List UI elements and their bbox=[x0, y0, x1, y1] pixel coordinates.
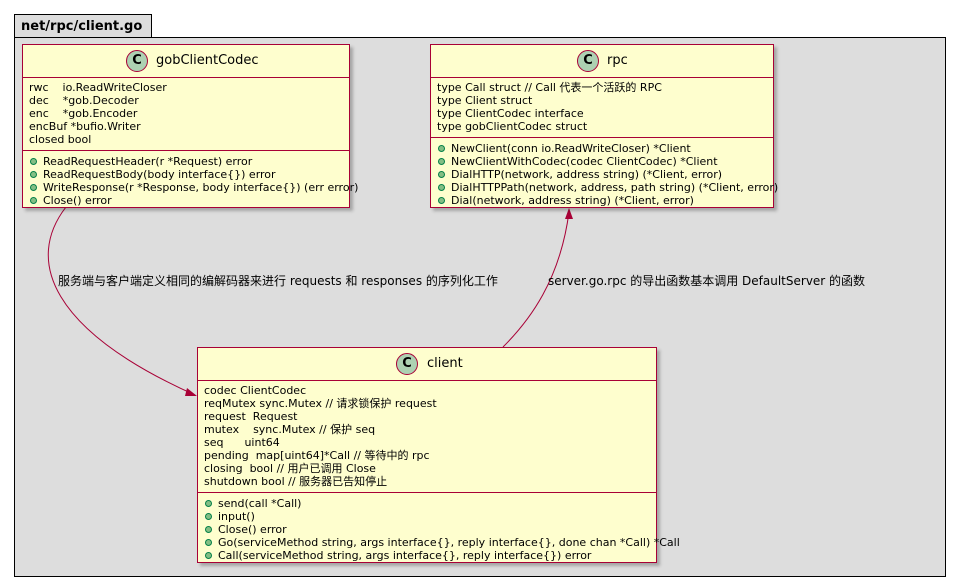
field-item: closing bool // 用户已调用 Close bbox=[204, 462, 376, 475]
field-item: pending map[uint64]*Call // 等待中的 rpc bbox=[204, 449, 430, 462]
method-item: Dial(network, address string) (*Client, … bbox=[437, 194, 767, 207]
method-item: NewClientWithCodec(codec ClientCodec) *C… bbox=[437, 155, 767, 168]
class-c-icon: C bbox=[396, 353, 418, 375]
class-title: client bbox=[427, 356, 463, 371]
edge-label-server: server.go.rpc 的导出函数基本调用 DefaultServer 的函… bbox=[548, 274, 866, 288]
public-method-icon bbox=[205, 500, 212, 507]
public-method-icon bbox=[438, 145, 445, 152]
class-client[interactable]: C client codec ClientCodec reqMutex sync… bbox=[197, 347, 680, 566]
method-item: ReadRequestBody(body interface{}) error bbox=[29, 168, 343, 181]
arrowhead-client bbox=[185, 388, 197, 396]
field-item: shutdown bool // 服务器已告知停止 bbox=[204, 475, 388, 488]
field-item: enc *gob.Encoder bbox=[29, 107, 138, 120]
field-item: reqMutex sync.Mutex // 请求锁保护 request bbox=[204, 397, 437, 410]
field-item: codec ClientCodec bbox=[204, 384, 307, 397]
method-item: Close() error bbox=[204, 523, 650, 536]
package-tab: net/rpc/client.go bbox=[14, 14, 152, 38]
public-method-icon bbox=[30, 197, 37, 204]
method-signature: Close() error bbox=[43, 194, 112, 207]
public-method-icon bbox=[205, 552, 212, 559]
public-method-icon bbox=[438, 184, 445, 191]
method-item: DialHTTP(network, address string) (*Clie… bbox=[437, 168, 767, 181]
method-signature: input() bbox=[218, 510, 255, 523]
method-item: Call(serviceMethod string, args interfac… bbox=[204, 549, 650, 562]
public-method-icon bbox=[30, 184, 37, 191]
field-item: type gobClientCodec struct bbox=[437, 120, 588, 133]
public-method-icon bbox=[438, 197, 445, 204]
class-header: C client bbox=[198, 348, 656, 381]
field-item: dec *gob.Decoder bbox=[29, 94, 139, 107]
public-method-icon bbox=[438, 158, 445, 165]
field-item: type Call struct // Call 代表一个活跃的 RPC bbox=[437, 81, 662, 94]
method-item: Go(serviceMethod string, args interface{… bbox=[204, 536, 680, 549]
method-signature: NewClient(conn io.ReadWriteCloser) *Clie… bbox=[451, 142, 691, 155]
class-rpc[interactable]: C rpc type Call struct // Call 代表一个活跃的 R… bbox=[430, 44, 778, 211]
class-header: C gobClientCodec bbox=[23, 45, 349, 78]
arrowhead-rpc bbox=[565, 208, 573, 219]
method-signature: Call(serviceMethod string, args interfac… bbox=[218, 549, 592, 562]
method-signature: Close() error bbox=[218, 523, 287, 536]
method-list: send(call *Call) input() Close() error G… bbox=[198, 493, 680, 566]
method-item: DialHTTPPath(network, address, path stri… bbox=[437, 181, 778, 194]
field-list: codec ClientCodec reqMutex sync.Mutex //… bbox=[198, 381, 656, 493]
field-item: rwc io.ReadWriteCloser bbox=[29, 81, 167, 94]
method-signature: send(call *Call) bbox=[218, 497, 302, 510]
method-list: ReadRequestHeader(r *Request) error Read… bbox=[23, 151, 358, 211]
class-c-icon: C bbox=[126, 50, 148, 72]
method-list: NewClient(conn io.ReadWriteCloser) *Clie… bbox=[431, 138, 778, 211]
class-gobclientcodec[interactable]: C gobClientCodec rwc io.ReadWriteCloser … bbox=[22, 44, 358, 211]
method-item: NewClient(conn io.ReadWriteCloser) *Clie… bbox=[437, 142, 767, 155]
method-item: ReadRequestHeader(r *Request) error bbox=[29, 155, 343, 168]
method-signature: ReadRequestHeader(r *Request) error bbox=[43, 155, 253, 168]
class-header: C rpc bbox=[431, 45, 773, 78]
field-list: rwc io.ReadWriteCloser dec *gob.Decoder … bbox=[23, 78, 349, 151]
field-item: type Client struct bbox=[437, 94, 533, 107]
method-signature: NewClientWithCodec(codec ClientCodec) *C… bbox=[451, 155, 718, 168]
method-item: input() bbox=[204, 510, 650, 523]
field-item: mutex sync.Mutex // 保护 seq bbox=[204, 423, 376, 436]
method-item: Close() error bbox=[29, 194, 343, 207]
field-item: type ClientCodec interface bbox=[437, 107, 584, 120]
package-name: net/rpc/client.go bbox=[21, 19, 143, 34]
class-c-icon: C bbox=[577, 50, 599, 72]
method-signature: ReadRequestBody(body interface{}) error bbox=[43, 168, 276, 181]
field-item: closed bool bbox=[29, 133, 92, 146]
method-signature: DialHTTPPath(network, address, path stri… bbox=[451, 181, 779, 194]
public-method-icon bbox=[205, 513, 212, 520]
arrow-client-to-rpc bbox=[502, 211, 570, 348]
class-title: gobClientCodec bbox=[156, 53, 259, 68]
public-method-icon bbox=[30, 171, 37, 178]
public-method-icon bbox=[438, 171, 445, 178]
method-signature: Go(serviceMethod string, args interface{… bbox=[218, 536, 680, 549]
field-item: seq uint64 bbox=[204, 436, 280, 449]
method-item: send(call *Call) bbox=[204, 497, 650, 510]
public-method-icon bbox=[205, 526, 212, 533]
field-list: type Call struct // Call 代表一个活跃的 RPC typ… bbox=[431, 78, 773, 138]
public-method-icon bbox=[205, 539, 212, 546]
arrow-gob-to-client bbox=[47, 206, 196, 396]
method-signature: DialHTTP(network, address string) (*Clie… bbox=[451, 168, 723, 181]
class-title: rpc bbox=[607, 53, 628, 68]
field-item: request Request bbox=[204, 410, 298, 423]
method-signature: WriteResponse(r *Response, body interfac… bbox=[43, 181, 359, 194]
method-item: WriteResponse(r *Response, body interfac… bbox=[29, 181, 358, 194]
method-signature: Dial(network, address string) (*Client, … bbox=[451, 194, 694, 207]
field-item: encBuf *bufio.Writer bbox=[29, 120, 141, 133]
public-method-icon bbox=[30, 158, 37, 165]
edge-label-codec: 服务端与客户端定义相同的编解码器来进行 requests 和 responses… bbox=[58, 274, 498, 288]
